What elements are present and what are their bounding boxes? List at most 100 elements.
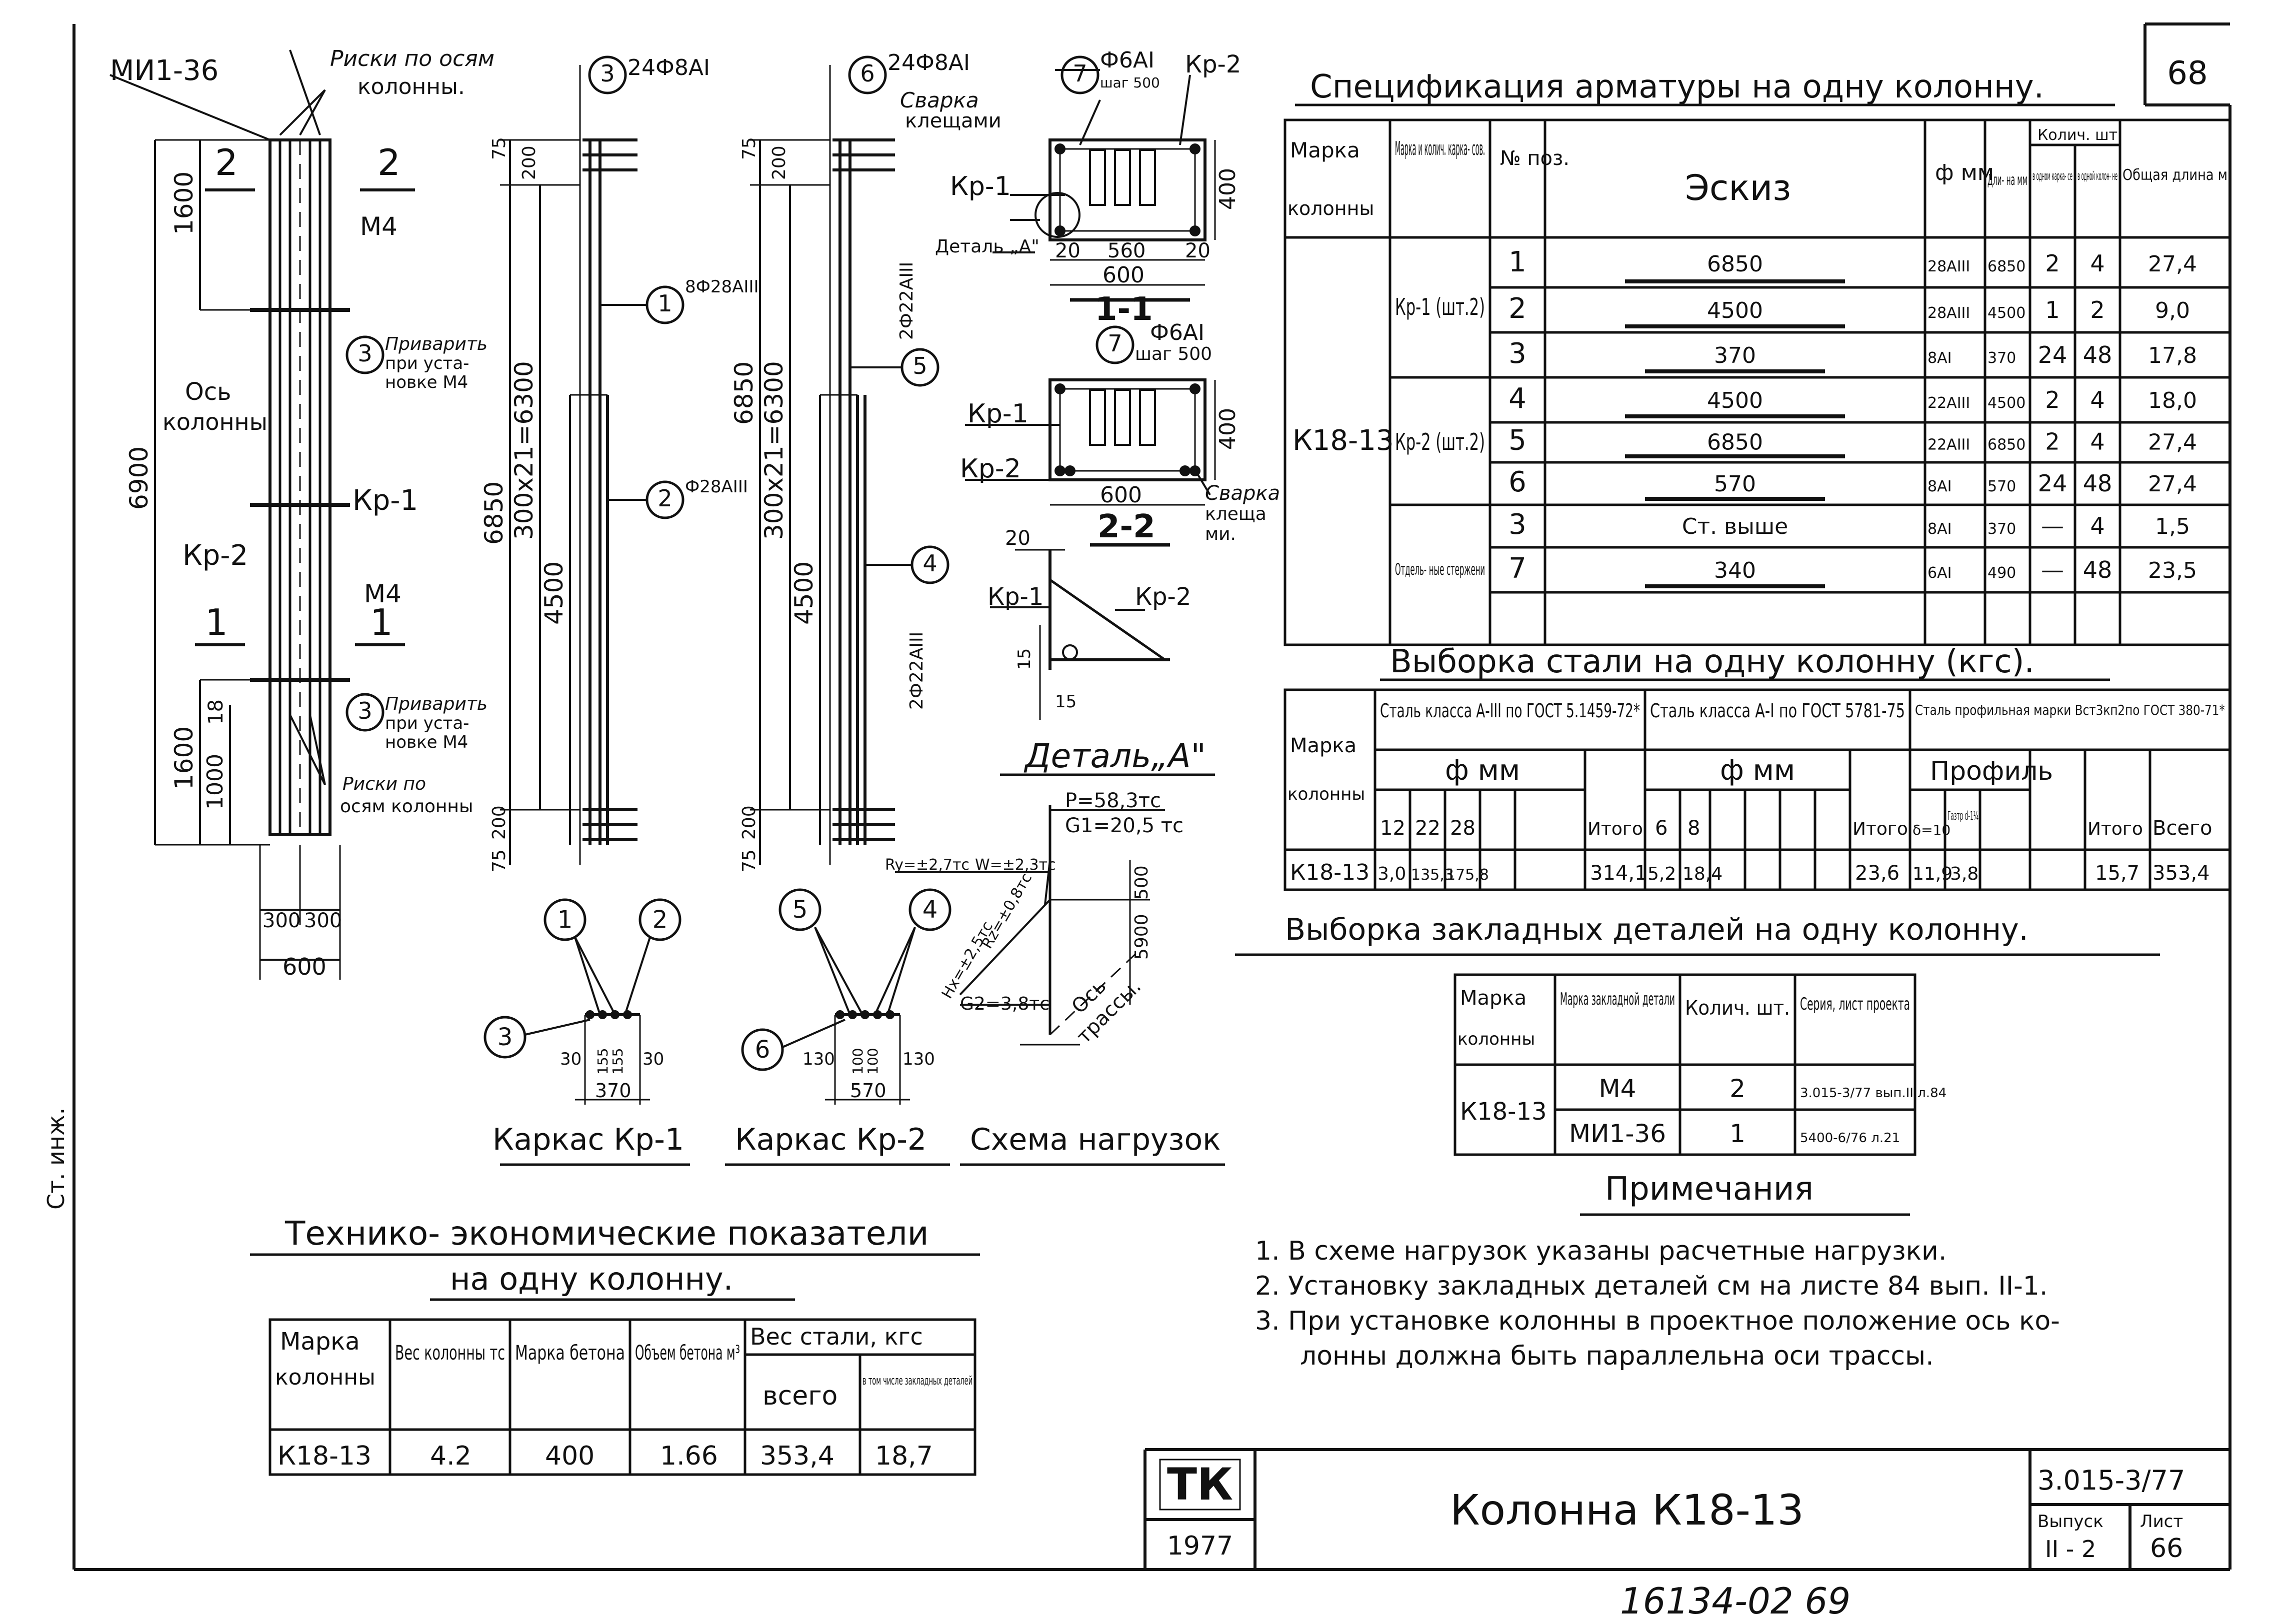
spec-h-mark-1: Марка bbox=[1290, 138, 1360, 162]
spec-h-pos: № поз. bbox=[1500, 147, 1570, 170]
emb-h-qty: Колич. шт. bbox=[1685, 997, 1790, 1020]
section-mark-1-left: 1 bbox=[205, 601, 228, 643]
spec-row-pos: 3 bbox=[1508, 508, 1526, 541]
s22-callout-7: 7 bbox=[1108, 330, 1122, 357]
spec-row-len: 570 bbox=[1988, 478, 2016, 495]
spec-row-len: 6850 bbox=[1988, 258, 2026, 275]
mi-label: МИ1-36 bbox=[110, 54, 218, 87]
s11-title: 1-1 bbox=[1095, 291, 1153, 328]
spec-row-len: 4500 bbox=[1988, 304, 2026, 322]
emb-h-emb: Марка закладной детали bbox=[1560, 989, 1675, 1009]
s11-detail: Деталь „А" bbox=[935, 236, 1040, 257]
tep-h-volume: Объем бетона м³ bbox=[635, 1342, 740, 1365]
steel-h-a3: Сталь класса А-III по ГОСТ 5.1459-72* bbox=[1380, 700, 1640, 722]
steel-h-b: δ=10 bbox=[1912, 822, 1950, 838]
spec-title: Спецификация арматуры на одну колонну. bbox=[1310, 68, 2044, 105]
kp1-dim-200-top: 200 bbox=[519, 145, 540, 180]
tep-v-all: 353,4 bbox=[760, 1441, 834, 1471]
weld-note-bottom-3: новке М4 bbox=[385, 732, 468, 752]
kp1s-callout-3: 3 bbox=[498, 1023, 513, 1051]
steel-v28: 175,8 bbox=[1446, 866, 1489, 884]
dim-300-left: 300 bbox=[262, 909, 300, 932]
s22-dim-400: 400 bbox=[1215, 408, 1240, 450]
steel-h-6: 6 bbox=[1655, 817, 1668, 840]
stamp-issue: II - 2 bbox=[2045, 1536, 2096, 1563]
tep-v-concrete: 400 bbox=[545, 1441, 594, 1471]
section-mark-1-right: 1 bbox=[370, 601, 393, 643]
steel-itogo: 314,1 bbox=[1590, 862, 1648, 885]
spec-row-sketch: 4500 bbox=[1707, 388, 1763, 413]
spec-row-len: 4500 bbox=[1988, 394, 2026, 412]
tep-v-volume: 1.66 bbox=[660, 1441, 718, 1471]
kp2s-callout-6: 6 bbox=[755, 1036, 770, 1064]
kp1-bar1-label: 8Ф28АIII bbox=[685, 277, 759, 297]
dim-1000: 1000 bbox=[202, 754, 228, 810]
kp1s-dim-30-left: 30 bbox=[560, 1049, 582, 1069]
kp2-dim-75-bottom: 75 bbox=[739, 849, 760, 872]
tep-h-mark-2: колонны bbox=[275, 1365, 376, 1390]
stamp-sheet-label: Лист bbox=[2140, 1512, 2183, 1532]
kp1s-callout-2: 2 bbox=[652, 906, 668, 934]
spec-row-pos: 2 bbox=[1508, 292, 1526, 325]
spec-row-qty-a: 2 bbox=[2045, 386, 2060, 413]
spec-row-pos: 7 bbox=[1508, 552, 1526, 585]
spec-row-sketch: 4500 bbox=[1707, 298, 1763, 323]
kp1s-dim-155-b: 155 bbox=[610, 1048, 626, 1075]
s22-stirrup-label: Ф6АI bbox=[1150, 320, 1204, 345]
detail-a-dim-15-left: 15 bbox=[1014, 648, 1034, 670]
spec-row-total: 17,8 bbox=[2148, 343, 2197, 368]
kp2-section bbox=[725, 888, 952, 1166]
tep-h-steel: Вес стали, кгс bbox=[750, 1323, 923, 1350]
stamp-sheet: 66 bbox=[2150, 1534, 2183, 1564]
tep-v-weight: 4.2 bbox=[430, 1441, 472, 1471]
steel-h-gaz: Газтр d-1¼ bbox=[1948, 809, 1978, 823]
note-1: 1. В схеме нагрузок указаны расчетные на… bbox=[1255, 1236, 1946, 1266]
spec-row-pos: 3 bbox=[1508, 337, 1526, 370]
spec-group-2: Кр-2 (шт.2) bbox=[1395, 428, 1485, 455]
s11-kp1: Кр-1 bbox=[950, 171, 1011, 201]
spec-row-phi: 22АIII bbox=[1928, 436, 1970, 453]
s11-dim-560: 560 bbox=[1108, 239, 1146, 262]
dim-18: 18 bbox=[204, 699, 228, 725]
note-2: 2. Установку закладных деталей см на лис… bbox=[1255, 1271, 2048, 1301]
m4-label-top: М4 bbox=[360, 212, 398, 241]
s11-callout-7: 7 bbox=[1072, 60, 1087, 87]
column-elevation bbox=[110, 49, 415, 980]
title-block bbox=[1144, 1448, 2230, 1570]
s22-step: шаг 500 bbox=[1135, 344, 1212, 364]
kp2-callout-6: 6 bbox=[860, 60, 874, 87]
kp1-callout-2: 2 bbox=[658, 485, 672, 512]
dim-6900: 6900 bbox=[124, 446, 154, 510]
load-g2: G2=3,8тс bbox=[960, 994, 1050, 1014]
notes-title: Примечания bbox=[1605, 1171, 1814, 1208]
spec-row-total: 1,5 bbox=[2155, 514, 2190, 539]
kp2-bar5-label: 2Ф22АIII bbox=[896, 262, 917, 340]
spec-row-phi: 28АIII bbox=[1928, 258, 1970, 275]
steel-h-8: 8 bbox=[1688, 817, 1700, 840]
kp2s-title: Каркас Кр-2 bbox=[735, 1122, 926, 1157]
steel-h-28: 28 bbox=[1450, 817, 1476, 840]
spec-row-phi: 22АIII bbox=[1928, 394, 1970, 412]
spec-row-qty-a: 2 bbox=[2045, 250, 2060, 277]
dim-300-right: 300 bbox=[304, 909, 342, 932]
load-dim-5900: 5900 bbox=[1132, 914, 1152, 960]
s22-title: 2-2 bbox=[1098, 508, 1156, 545]
load-p: P=58,3тс bbox=[1065, 789, 1161, 812]
spec-row-qty-a: 24 bbox=[2038, 470, 2068, 497]
emb-h-mark-1: Марка bbox=[1460, 987, 1526, 1010]
page-number: 68 bbox=[2167, 55, 2208, 92]
tep-h-incl: в том числе закладных деталей bbox=[862, 1374, 972, 1388]
weld-note-top-2: при уста- bbox=[385, 353, 469, 373]
s11-dim-20-left: 20 bbox=[1055, 239, 1080, 262]
load-rz: Rz=±0,8тс bbox=[978, 870, 1036, 952]
tep-v-incl: 18,7 bbox=[875, 1441, 933, 1471]
kp1-stirrup-label: 24Ф8АI bbox=[628, 55, 710, 80]
kp1-callout-3: 3 bbox=[600, 60, 614, 87]
steel-v22: 135,3 bbox=[1411, 866, 1454, 884]
spec-table bbox=[1284, 118, 2232, 646]
kp1s-dim-155-a: 155 bbox=[594, 1048, 611, 1075]
tep-h-all: всего bbox=[762, 1381, 838, 1411]
spec-h-sketch: Эскиз bbox=[1685, 167, 1791, 208]
